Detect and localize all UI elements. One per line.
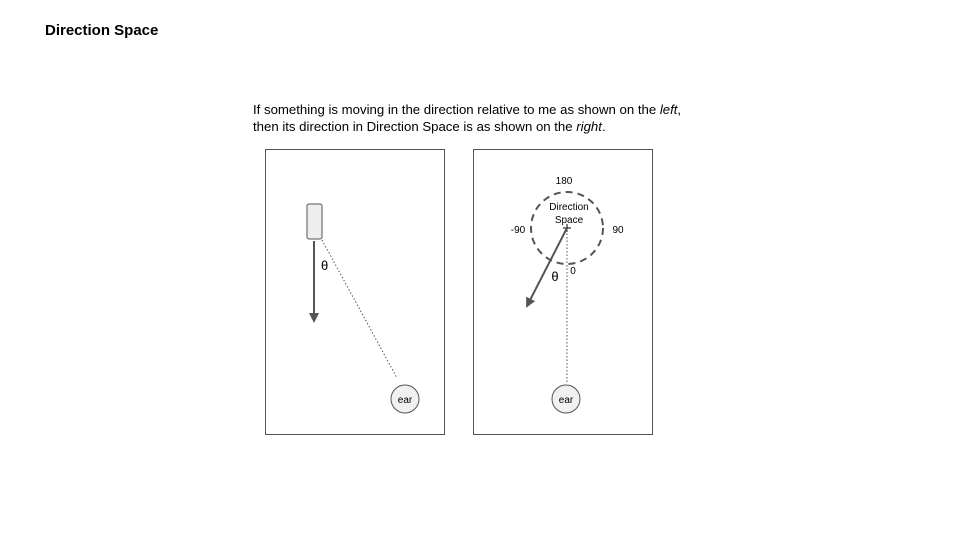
left-angle-label: θ: [321, 258, 328, 273]
label-180: 180: [556, 176, 573, 187]
left-diagram-panel: θ ear: [265, 149, 445, 435]
caption-emphasis-left: left: [659, 102, 678, 117]
caption-emphasis-right: right: [576, 119, 602, 134]
label-0: 0: [570, 266, 576, 277]
left-ear-label: ear: [398, 395, 413, 406]
right-diagram-svg: Direction Space 180 -90 90 0 θ ear: [511, 176, 624, 414]
label-minus-90: -90: [511, 225, 526, 236]
left-diagram-svg: θ ear: [306, 203, 420, 414]
line-of-sight: [321, 239, 398, 379]
direction-arrow: [526, 227, 568, 308]
direction-space-label-line-2: Space: [555, 215, 584, 226]
caption-line-1: If something is moving in the direction …: [253, 101, 681, 118]
moving-object: [306, 203, 323, 240]
caption-line-2-text: then its direction in Direction Space is…: [253, 119, 577, 134]
caption-text: If something is moving in the direction …: [253, 101, 681, 135]
caption-line-1-text: If something is moving in the direction …: [253, 102, 660, 117]
caption-line-2: then its direction in Direction Space is…: [253, 118, 681, 135]
right-diagram-panel: Direction Space 180 -90 90 0 θ ear: [473, 149, 653, 435]
caption-line-1-end: ,: [677, 102, 682, 117]
right-ear-circle: [551, 384, 581, 414]
direction-space-circle: [530, 191, 604, 265]
left-ear-circle: [390, 384, 420, 414]
label-90: 90: [612, 225, 624, 236]
direction-space-label-line-1: Direction: [549, 202, 588, 213]
caption-line-2-end: .: [601, 119, 606, 134]
page-title: Direction Space: [45, 22, 159, 39]
right-angle-label: θ: [551, 269, 558, 284]
right-ear-label: ear: [559, 395, 574, 406]
